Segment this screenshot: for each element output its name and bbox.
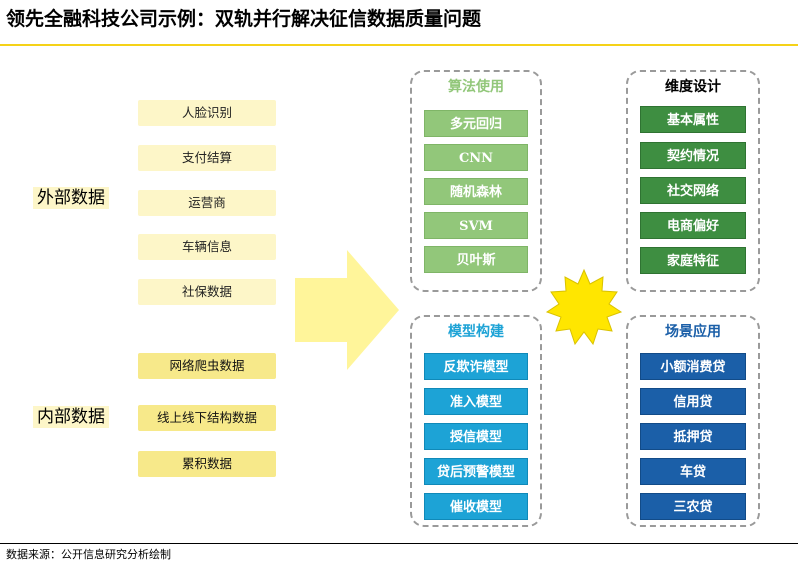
external-item-social-security: 社保数据 bbox=[138, 279, 276, 305]
internal-item-accumulated-data: 累积数据 bbox=[138, 451, 276, 477]
internal-item-crawler-data: 网络爬虫数据 bbox=[138, 353, 276, 379]
footer-divider bbox=[0, 543, 798, 544]
scenario-item: 抵押贷 bbox=[640, 423, 746, 450]
algorithm-item: CNN bbox=[424, 144, 528, 171]
internal-data-label: 内部数据 bbox=[33, 406, 109, 428]
external-item-carrier: 运营商 bbox=[138, 190, 276, 216]
external-item-vehicle-info: 车辆信息 bbox=[138, 234, 276, 260]
external-item-face-recognition: 人脸识别 bbox=[138, 100, 276, 126]
scenario-item: 车贷 bbox=[640, 458, 746, 485]
flow-arrow-icon bbox=[295, 250, 399, 370]
algorithm-item: 贝叶斯 bbox=[424, 246, 528, 273]
dimension-item: 基本属性 bbox=[640, 106, 746, 133]
modeling-item: 授信模型 bbox=[424, 423, 528, 450]
dimensions-panel: 维度设计 基本属性 契约情况 社交网络 电商偏好 家庭特征 bbox=[626, 70, 760, 292]
modeling-item: 贷后预警模型 bbox=[424, 458, 528, 485]
page-title: 领先全融科技公司示例：双轨并行解决征信数据质量问题 bbox=[6, 8, 482, 30]
modeling-title: 模型构建 bbox=[448, 324, 504, 340]
sun-icon bbox=[545, 268, 623, 346]
dimension-item: 社交网络 bbox=[640, 177, 746, 204]
algorithm-item: SVM bbox=[424, 212, 528, 239]
modeling-item: 催收模型 bbox=[424, 493, 528, 520]
scenario-item: 小额消费贷 bbox=[640, 353, 746, 380]
scenarios-title: 场景应用 bbox=[665, 324, 721, 340]
data-source-note: 数据来源：公开信息研究分析绘制 bbox=[6, 548, 171, 561]
title-divider bbox=[0, 44, 798, 46]
scenarios-panel: 场景应用 小额消费贷 信用贷 抵押贷 车贷 三农贷 bbox=[626, 315, 760, 527]
dimension-item: 家庭特征 bbox=[640, 247, 746, 274]
internal-item-online-offline-data: 线上线下结构数据 bbox=[138, 405, 276, 431]
algorithm-item: 随机森林 bbox=[424, 178, 528, 205]
algorithms-panel: 算法使用 多元回归 CNN 随机森林 SVM 贝叶斯 bbox=[410, 70, 542, 292]
modeling-panel: 模型构建 反欺诈模型 准入模型 授信模型 贷后预警模型 催收模型 bbox=[410, 315, 542, 527]
modeling-item: 反欺诈模型 bbox=[424, 353, 528, 380]
algorithm-item: 多元回归 bbox=[424, 110, 528, 137]
external-data-label: 外部数据 bbox=[33, 187, 109, 209]
dimension-item: 电商偏好 bbox=[640, 212, 746, 239]
dimension-item: 契约情况 bbox=[640, 142, 746, 169]
external-item-payment-settlement: 支付结算 bbox=[138, 145, 276, 171]
dimensions-title: 维度设计 bbox=[665, 79, 721, 95]
scenario-item: 信用贷 bbox=[640, 388, 746, 415]
scenario-item: 三农贷 bbox=[640, 493, 746, 520]
modeling-item: 准入模型 bbox=[424, 388, 528, 415]
algorithms-title: 算法使用 bbox=[448, 79, 504, 95]
